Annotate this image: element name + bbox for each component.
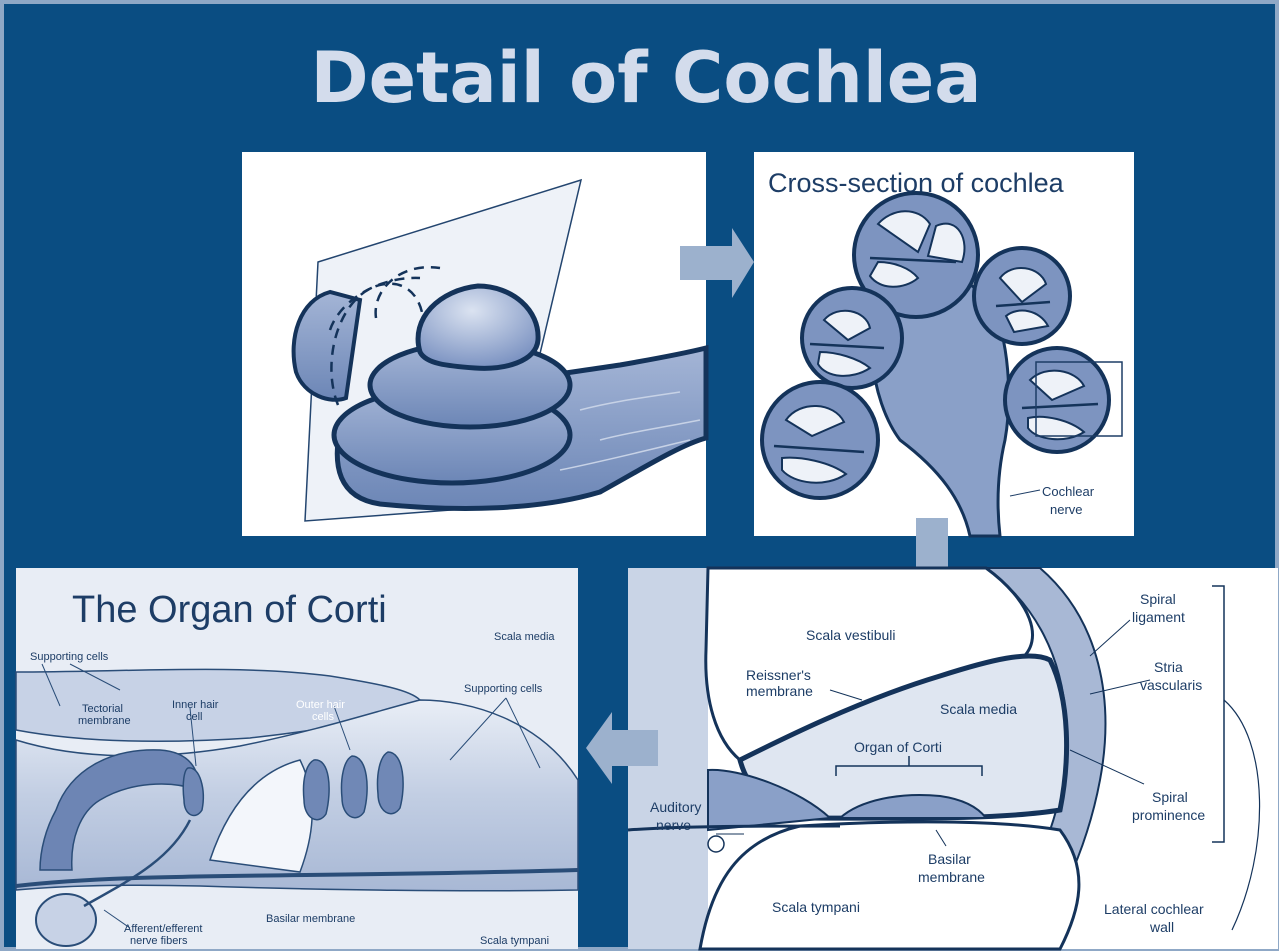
organ-of-corti-heading: The Organ of Corti bbox=[72, 589, 387, 631]
corti-supporting-cells-left-label: Supporting cells bbox=[30, 651, 109, 663]
slide-title: Detail of Cochlea bbox=[310, 37, 981, 119]
cross-section-panel: Cross-section of cochlea bbox=[754, 152, 1134, 536]
organ-of-corti-panel: The Organ of Corti bbox=[16, 568, 578, 949]
auditory-nerve-bundle bbox=[708, 836, 724, 852]
cochlea-illustration-panel bbox=[242, 152, 706, 536]
corti-scala-tympani-label: Scala tympani bbox=[480, 935, 549, 947]
corti-supporting-cells-right-label: Supporting cells bbox=[464, 683, 543, 695]
corti-scala-media-label: Scala media bbox=[494, 631, 555, 643]
nerve-fiber-bundle bbox=[36, 894, 96, 946]
scala-tympani-label: Scala tympani bbox=[772, 899, 860, 915]
scala-media-label: Scala media bbox=[940, 701, 1017, 717]
scala-vestibuli-label: Scala vestibuli bbox=[806, 627, 896, 643]
outer-hair-cells bbox=[303, 752, 403, 820]
organ-of-corti-label: Organ of Corti bbox=[854, 739, 942, 755]
corti-basilar-membrane-label: Basilar membrane bbox=[266, 913, 355, 925]
